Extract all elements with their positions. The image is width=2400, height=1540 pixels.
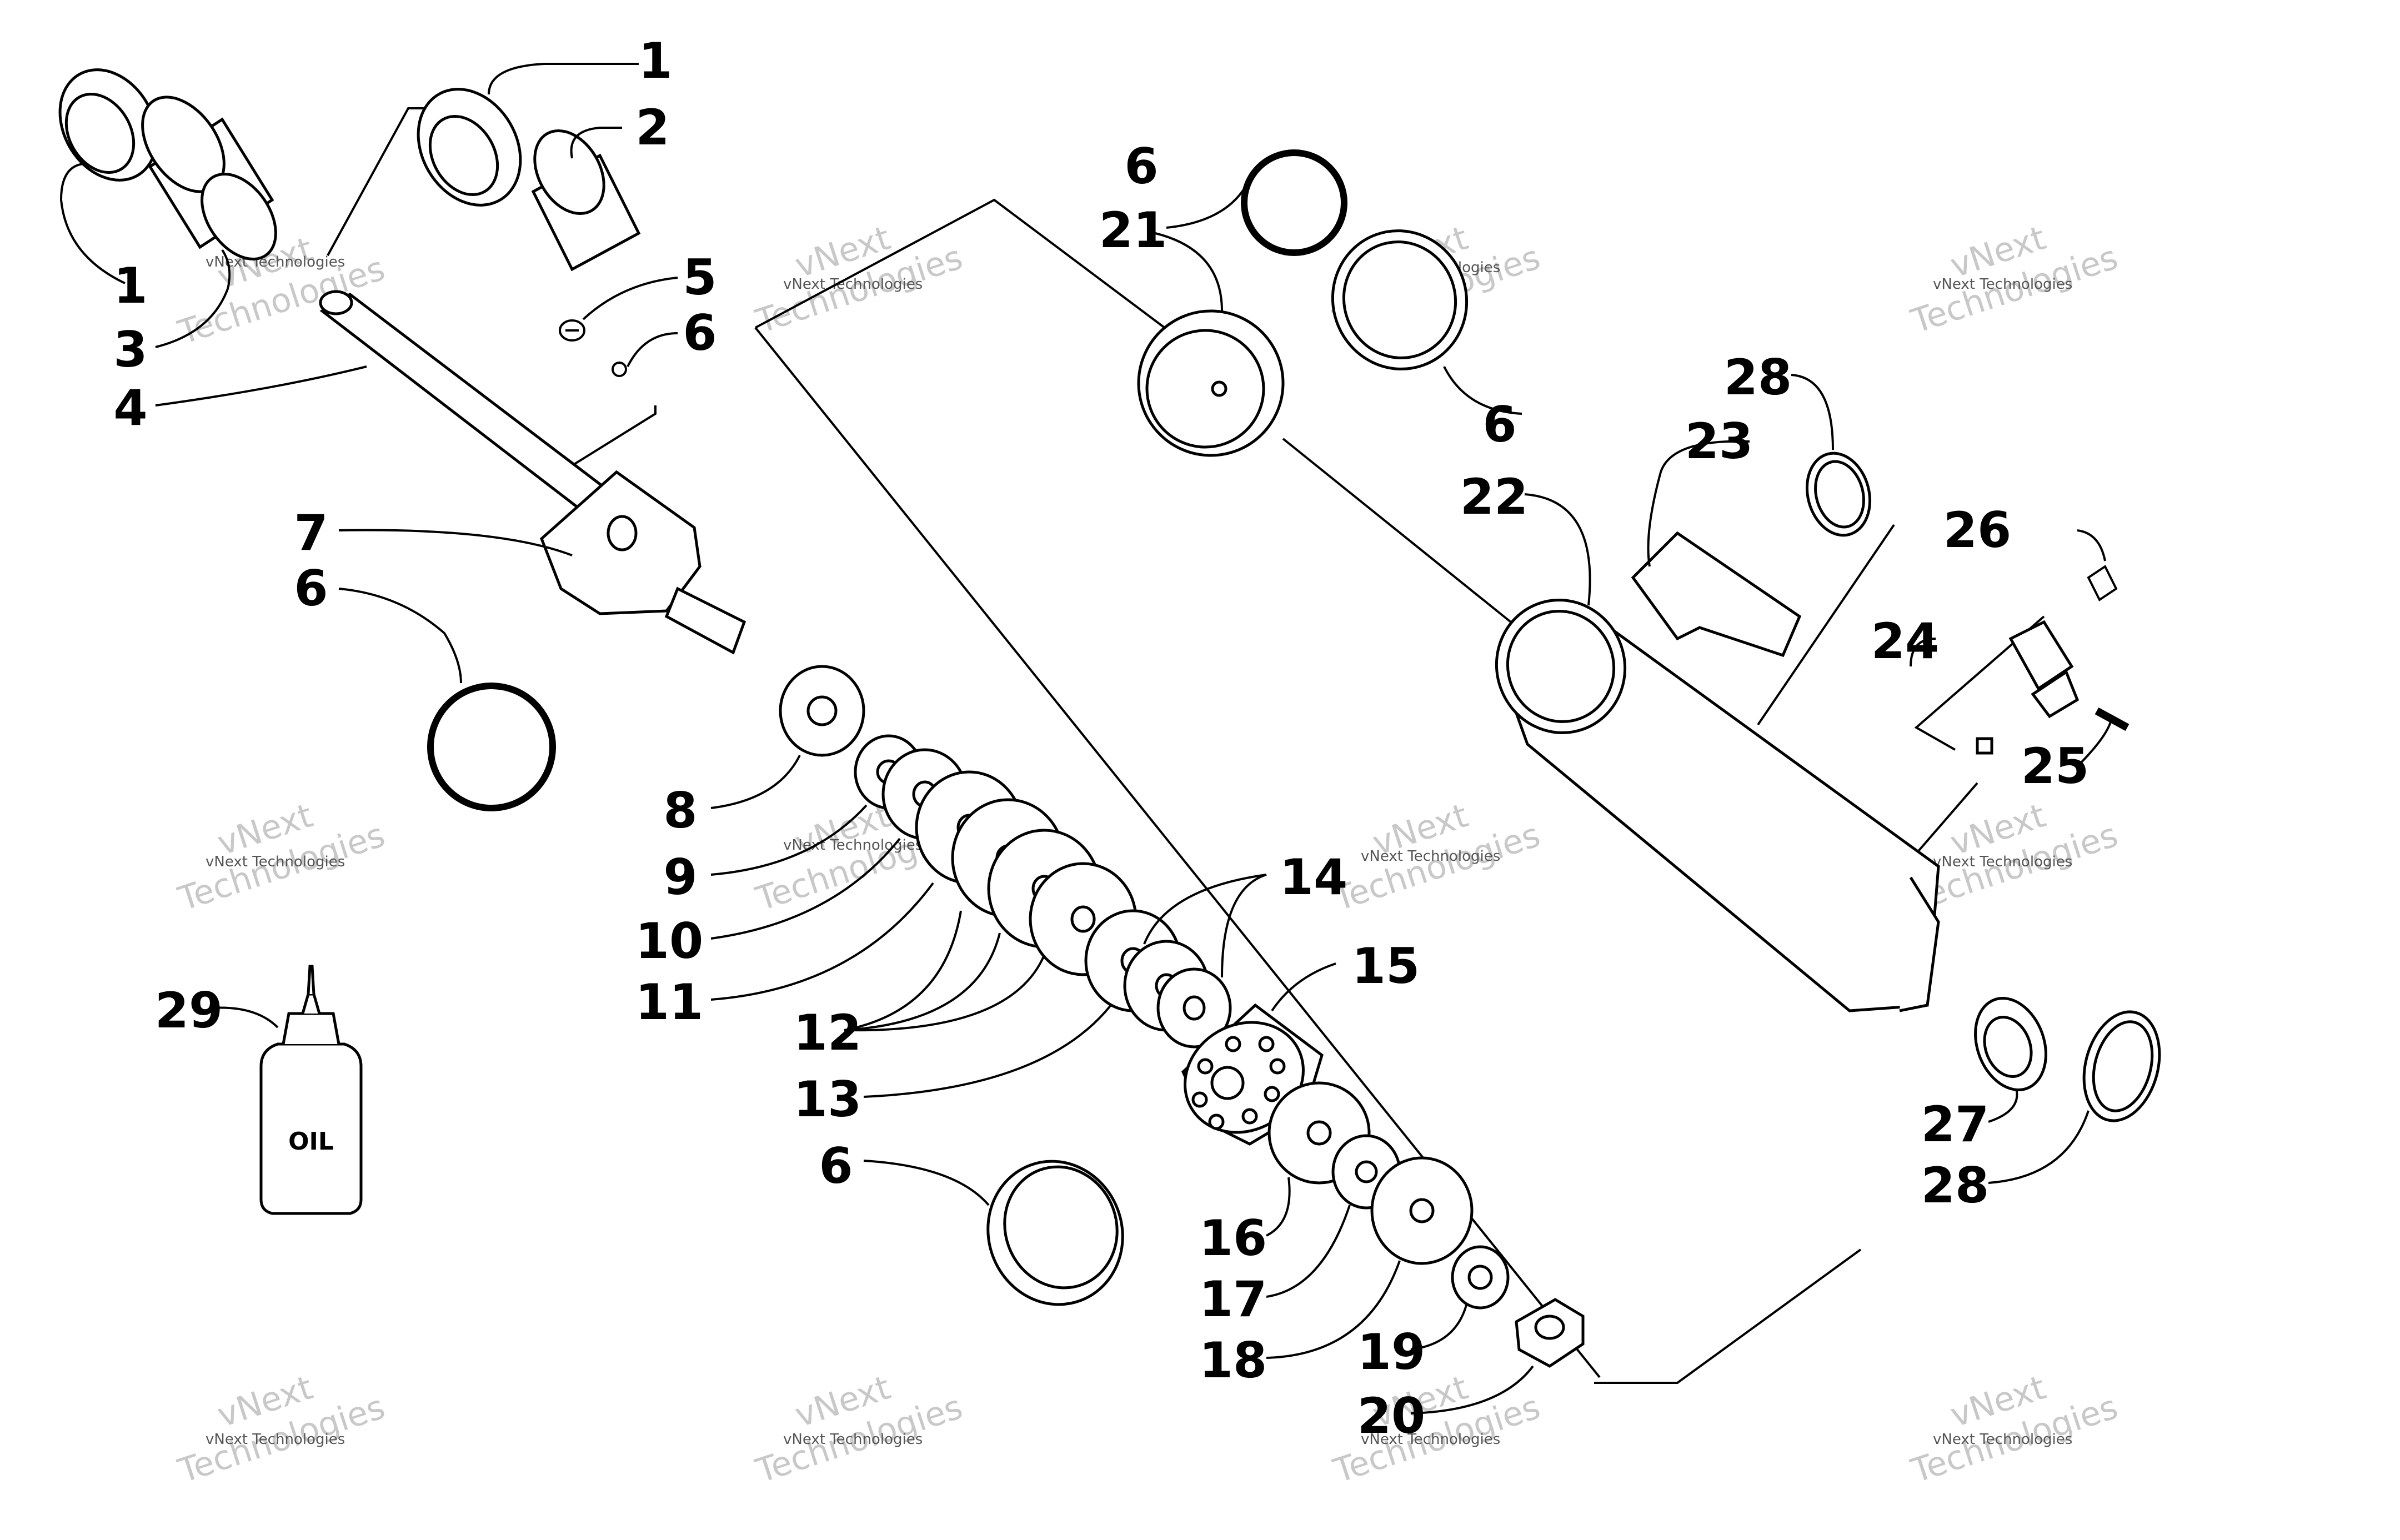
svg-text:vNext Technologies: vNext Technologies <box>206 1431 345 1448</box>
part-1-bushing-left <box>58 68 158 182</box>
part-6-oring-top <box>1241 149 1347 256</box>
part-23-guard <box>1631 531 1802 658</box>
callout-16: 16 <box>1199 1210 1267 1267</box>
callout-9: 9 <box>663 849 697 906</box>
part-25-pin <box>2095 707 2130 731</box>
callout-6-cap: 6 <box>1124 138 1158 195</box>
part-21-cap <box>1137 309 1285 457</box>
leader-lines <box>59 63 2112 1414</box>
callout-5: 5 <box>683 249 717 306</box>
part-24-valve <box>1976 620 2080 755</box>
callout-8: 8 <box>663 782 697 839</box>
svg-text:vNext Technologies: vNext Technologies <box>783 1431 923 1448</box>
callout-7: 7 <box>294 504 328 561</box>
callout-13: 13 <box>794 1071 861 1128</box>
part-3-spacer-sleeve <box>141 96 277 260</box>
callout-17: 17 <box>1199 1271 1267 1328</box>
callout-11: 11 <box>635 974 703 1031</box>
callout-1-upper: 1 <box>638 32 672 89</box>
part-28-snap-ring-lower <box>2082 1010 2161 1122</box>
callout-18: 18 <box>1199 1332 1267 1389</box>
callout-14: 14 <box>1280 849 1347 906</box>
callout-6-body: 6 <box>1482 396 1516 453</box>
callout-23: 23 <box>1685 413 1753 470</box>
svg-text:vNext Technologies: vNext Technologies <box>783 276 923 293</box>
part-7-shaft-eyelet <box>540 470 746 655</box>
part-28-snap-ring-upper <box>1805 452 1872 537</box>
part-29-oil-bottle: OIL <box>259 965 363 1215</box>
part-22-shock-body <box>1495 599 1940 1012</box>
svg-text:vNext Technologies: vNext Technologies <box>1361 848 1500 865</box>
part-27-bushing <box>1974 997 2047 1091</box>
part-26-screw <box>2087 565 2118 601</box>
part-6-oring-small <box>612 362 627 377</box>
svg-text:vNext Technologies: vNext Technologies <box>1933 276 2072 293</box>
callout-26: 26 <box>1943 501 2011 559</box>
callout-25: 25 <box>2021 738 2089 795</box>
piston-stack <box>779 665 1232 1049</box>
callout-22: 22 <box>1460 468 1528 525</box>
callouts: 1 1 2 3 4 5 6 6 6 6 6 7 8 9 10 11 12 13 … <box>113 32 2089 1444</box>
callout-3: 3 <box>113 321 147 378</box>
lower-washers <box>1267 1081 1585 1368</box>
part-5-screw <box>559 319 585 342</box>
part-6-ring <box>1331 229 1469 370</box>
part-6-oring-large <box>427 683 556 811</box>
callout-24: 24 <box>1871 613 1939 670</box>
callout-28-lower: 28 <box>1921 1157 1989 1214</box>
callout-6-shaft: 6 <box>683 304 717 362</box>
part-2-spacer <box>531 129 641 272</box>
part-1-bushing-right <box>417 88 522 207</box>
callout-1-lower: 1 <box>113 257 147 314</box>
callout-21: 21 <box>1099 202 1167 259</box>
callout-19: 19 <box>1357 1323 1425 1381</box>
oil-label: OIL <box>288 1127 334 1156</box>
callout-6-eyelet: 6 <box>294 560 328 617</box>
callout-6-piston: 6 <box>819 1137 853 1195</box>
callout-10: 10 <box>635 912 703 970</box>
callout-28-upper: 28 <box>1724 349 1792 406</box>
svg-text:vNext Technologies: vNext Technologies <box>1361 1431 1500 1448</box>
callout-15: 15 <box>1352 937 1420 995</box>
svg-text:vNext Technologies: vNext Technologies <box>1933 854 2072 870</box>
callout-27: 27 <box>1921 1096 1989 1153</box>
callout-20: 20 <box>1357 1387 1425 1444</box>
svg-text:vNext Technologies: vNext Technologies <box>1933 1431 2072 1448</box>
callout-29: 29 <box>155 982 223 1039</box>
callout-12: 12 <box>794 1004 861 1061</box>
part-6-piston-ring <box>986 1160 1124 1306</box>
callout-4: 4 <box>113 379 147 437</box>
svg-text:vNext Technologies: vNext Technologies <box>206 854 345 870</box>
callout-2: 2 <box>635 99 669 156</box>
